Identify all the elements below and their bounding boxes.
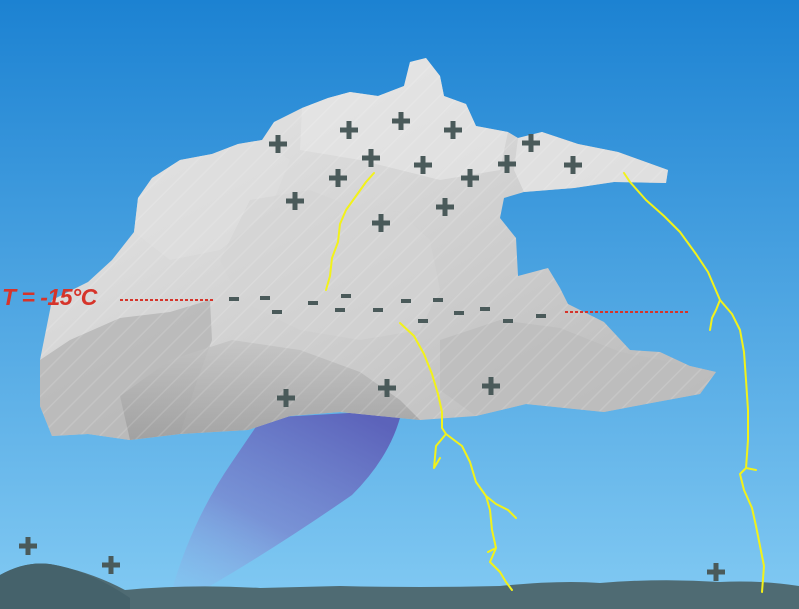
intracloud-lightning (325, 172, 375, 291)
positive-charge (329, 169, 347, 187)
positive-charge (498, 155, 516, 173)
positive-charge (564, 156, 582, 174)
positive-charge (414, 156, 432, 174)
negative-charge (503, 319, 513, 323)
positive-charge (392, 112, 410, 130)
ground (0, 563, 799, 609)
precipitation-shaft (172, 410, 402, 590)
negative-charge (418, 319, 428, 323)
negative-charge (260, 296, 270, 300)
positive-charge (436, 198, 454, 216)
negative-charge (536, 314, 546, 318)
positive-charge (286, 192, 304, 210)
negative-charge (480, 307, 490, 311)
positive-charge (269, 135, 287, 153)
negative-charge (229, 297, 239, 301)
negative-charge (373, 308, 383, 312)
positive-charge (444, 121, 462, 139)
positive-charge (372, 214, 390, 232)
positive-charge (277, 389, 295, 407)
positive-charge (102, 556, 120, 574)
negative-charge (341, 294, 351, 298)
negative-charge (272, 310, 282, 314)
temperature-label: T = -15°C (2, 284, 97, 310)
negative-charge (433, 298, 443, 302)
positive-charge (482, 377, 500, 395)
positive-charge (522, 134, 540, 152)
negative-charge (454, 311, 464, 315)
negative-charge (308, 301, 318, 305)
positive-charge (707, 563, 725, 581)
cumulonimbus-cloud (40, 58, 716, 440)
negative-charge (335, 308, 345, 312)
cloud-to-ground-lightning-center (399, 322, 517, 591)
negative-charge (401, 299, 411, 303)
charge-symbols (19, 112, 725, 581)
positive-charge (461, 169, 479, 187)
positive-charge (362, 149, 380, 167)
cloud-to-ground-lightning-right (623, 172, 765, 593)
positive-charge (340, 121, 358, 139)
lightning-bolts (325, 172, 765, 593)
positive-charge (378, 379, 396, 397)
positive-charge (19, 537, 37, 555)
